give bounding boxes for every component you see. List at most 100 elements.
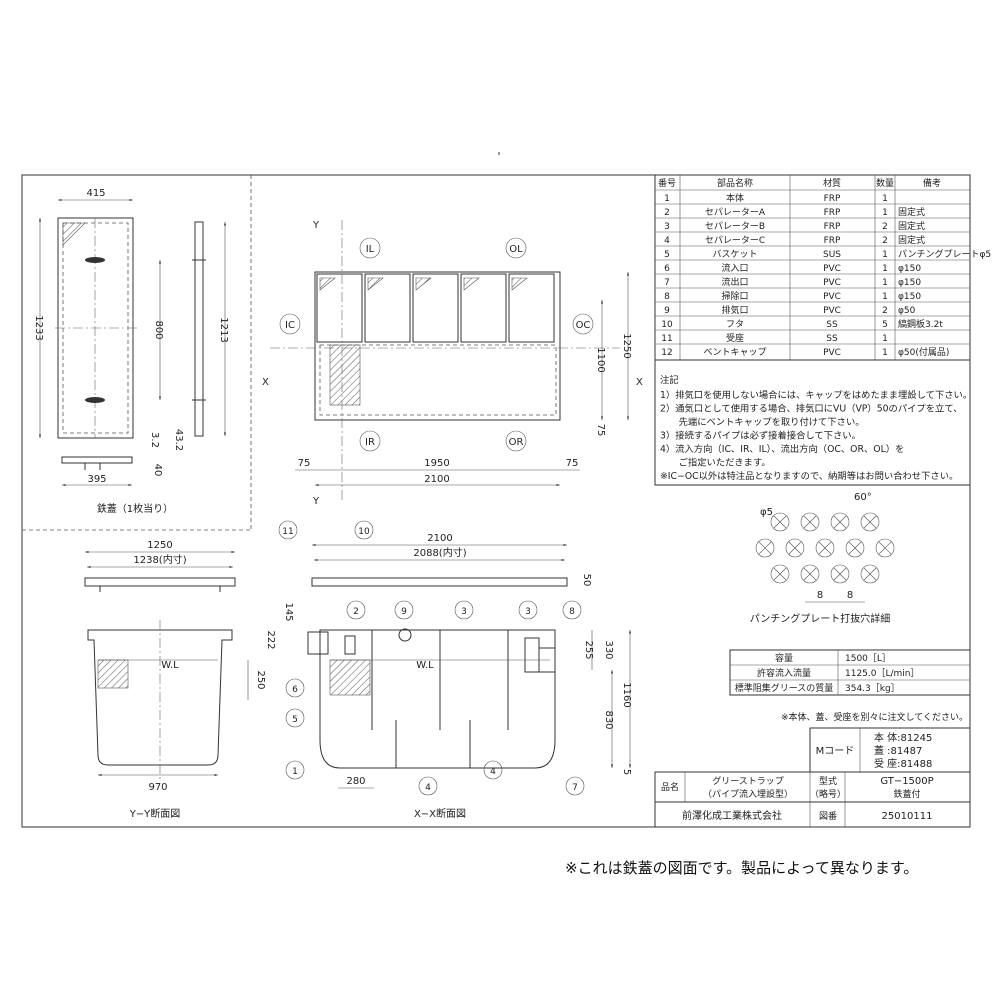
flow-il: IL (366, 244, 375, 255)
model-number: GT−1500P (880, 776, 933, 787)
parts-cell: PVC (823, 278, 841, 288)
parts-header-material: 材質 (823, 177, 841, 189)
punch-hole (845, 538, 865, 558)
model-cover: 鉄蓋付 (893, 788, 920, 800)
drawing-label: 図番 (819, 810, 837, 822)
parts-cell: 5 (882, 320, 888, 330)
flow-oc: OC (576, 320, 591, 331)
punch-angle-label: 60° (854, 492, 872, 503)
plan-axis-y-bottom: Y (312, 496, 320, 507)
drawing-border (21, 174, 971, 828)
yy-dim-250: 250 (255, 670, 266, 689)
callout-number: 1 (292, 767, 298, 777)
xx-dim-inner: 2088(内寸) (413, 546, 466, 559)
mcode-lid: 蓋 :81487 (874, 745, 922, 757)
parts-cell: 7 (664, 278, 670, 288)
callout-number: 4 (425, 783, 431, 793)
parts-cell: 流入口 (721, 262, 748, 274)
note-line: ※IC−OC以外は特注品となりますので、納期等はお問い合わせ下さい。 (660, 470, 958, 482)
note-line: 2）通気口として使用する場合、排気口にVU（VP）50のパイプを立て、 (660, 403, 962, 415)
parts-cell: ベントキャップ (703, 347, 766, 358)
callout-number: 8 (569, 607, 575, 617)
mcode-label: Mコード (816, 746, 855, 757)
parts-cell: 3 (664, 222, 670, 232)
note-line: ご指定いただきます。 (660, 457, 771, 469)
cover-dim-pitch: 800 (153, 320, 164, 339)
plan-dim-75-a: 75 (298, 458, 311, 469)
punch-hole-label: φ5 (760, 507, 773, 518)
xx-dim-255: 255 (583, 640, 594, 659)
plan-dim-1950: 1950 (424, 458, 449, 469)
notes-block: 注記 1）排気口を使用しない場合には、キャップをはめたまま埋設して下さい。2）通… (654, 359, 972, 486)
parts-header-qty: 数量 (876, 177, 894, 189)
parts-cell: 12 (661, 348, 672, 358)
parts-cell: 1 (882, 194, 888, 204)
model-label-1: 型式 (819, 775, 837, 787)
parts-cell: φ50 (898, 306, 916, 316)
spec-label: 標準阻集グリースの質量 (735, 682, 834, 694)
cover-caption: 鉄蓋（1枚当り） (97, 502, 173, 515)
callout-balloon (278, 520, 298, 540)
callout-number: 4 (490, 767, 496, 777)
parts-cell: セパレーターA (705, 207, 766, 218)
yy-dim-inner: 1238(内寸) (133, 553, 186, 566)
xx-dim-830: 830 (603, 710, 614, 729)
cover-dim-front: 395 (87, 474, 106, 485)
cover-dim-thick: 3.2 (149, 432, 160, 448)
xx-dim-1160: 1160 (621, 682, 632, 707)
parts-cell: 6 (664, 264, 670, 274)
spec-value: 354.3［kg］ (845, 683, 900, 694)
cover-dim-width: 415 (86, 188, 105, 199)
parts-cell: 1 (882, 292, 888, 302)
parts-cell: 排気口 (721, 304, 748, 316)
callout-balloon (562, 600, 582, 620)
callout-number: 7 (572, 783, 578, 793)
callout-number: 2 (353, 607, 359, 617)
title-block: Mコード 本 体:81245 蓋 :81487 受 座:81488 品名 グリー… (654, 727, 971, 828)
callout-number: 9 (401, 607, 407, 617)
parts-cell: 2 (882, 222, 888, 232)
callout-balloon (285, 678, 305, 698)
parts-cell: 1 (882, 334, 888, 344)
punch-hole (785, 538, 805, 558)
parts-cell: 固定式 (898, 206, 925, 218)
parts-cell: 固定式 (898, 234, 925, 246)
callout-balloon (483, 760, 503, 780)
punching-detail: φ5 60° 8 8 パンチングプレート打抜穴詳細 (750, 492, 895, 625)
callout-number: 3 (525, 607, 531, 617)
parts-cell: 1 (882, 264, 888, 274)
callout-balloon (346, 600, 366, 620)
parts-cell: SS (826, 334, 838, 344)
parts-cell: 掃除口 (721, 290, 748, 302)
xx-dim-50: 50 (581, 574, 592, 587)
parts-cell: 5 (664, 250, 670, 260)
punch-hole (800, 564, 820, 584)
order-note: ※本体、蓋、受座を別々に注文してください。 (781, 711, 968, 723)
yy-caption: Y−Y断面図 (129, 807, 181, 820)
callout-balloon (354, 520, 374, 540)
mcode-body: 本 体:81245 (874, 731, 932, 744)
parts-cell: 1 (882, 250, 888, 260)
note-line: 3）接続するパイプは必ず接着接合して下さい。 (660, 430, 861, 442)
punch-title: パンチングプレート打抜穴詳細 (750, 612, 891, 625)
punch-hole (755, 538, 775, 558)
yy-dim-1250: 1250 (147, 540, 172, 551)
footer-note: ※これは鉄蓋の図面です。製品によって異なります。 (565, 859, 919, 877)
parts-cell: パンチングプレートφ5 (898, 248, 991, 260)
callout-balloon (285, 760, 305, 780)
callout-balloon (394, 600, 414, 620)
parts-header-no: 番号 (658, 177, 676, 189)
parts-cell: φ150 (898, 278, 921, 288)
punch-holes (755, 512, 895, 584)
parts-cell: 固定式 (898, 220, 925, 232)
plan-dim-75-right: 75 (595, 424, 606, 437)
xx-caption: X−X断面図 (414, 807, 466, 820)
callout-balloon (285, 708, 305, 728)
xx-dim-2100: 2100 (427, 533, 452, 544)
note-line: 先端にベントキャップを取り付けて下さい。 (660, 416, 865, 428)
callout-balloon (565, 776, 585, 796)
spec-value: 1500［L］ (845, 653, 891, 664)
